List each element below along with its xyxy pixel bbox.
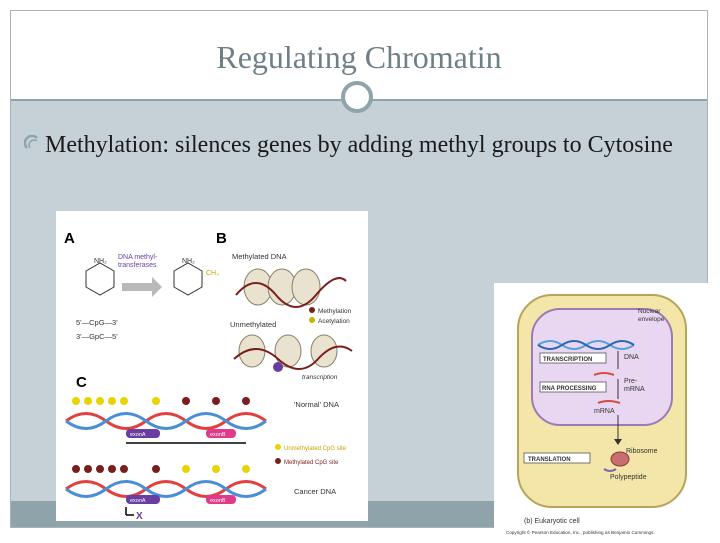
slide-title: Regulating Chromatin: [216, 39, 502, 75]
bullet-item: Methylation: silences genes by adding me…: [24, 129, 685, 161]
panel-a-label: A: [64, 230, 75, 247]
methylated-nucleosomes: [235, 268, 347, 308]
methylcytosine-structure: [173, 262, 203, 296]
cpg-top: 5'—CpG—3': [76, 318, 118, 327]
unmethylated-label: Unmethylated: [230, 320, 276, 329]
divider-circle-ornament: [341, 81, 373, 113]
bullet-arc-icon: [24, 135, 38, 149]
unmethylated-cpg-label: Unmethylated CpG site: [284, 446, 347, 452]
ch3-label: CH₃: [206, 270, 219, 277]
figure-caption: (b) Eukaryotic cell: [524, 518, 580, 525]
mrna-strand: [597, 400, 621, 404]
normal-dna-label: 'Normal' DNA: [294, 400, 339, 409]
cytosine-structure: [85, 262, 115, 296]
exon-b-cancer: exonB: [210, 498, 226, 504]
cpg-bottom: 3'—GpC—5': [76, 332, 118, 341]
exon-b-normal: exonB: [210, 432, 226, 438]
methylated-dna-label: Methylated DNA: [232, 252, 287, 261]
ribosome: [610, 451, 630, 467]
rna-processing-box: [539, 381, 607, 393]
normal-dna-strand: [65, 397, 267, 444]
mrna-label: mRNA: [594, 408, 615, 415]
ribosome-label: Ribosome: [626, 448, 658, 455]
transcription-box: [539, 352, 607, 364]
legend: Methylation Acetylation: [309, 307, 352, 325]
transcription-step: TRANSCRIPTION: [543, 357, 592, 363]
legend-acetylation: Acetylation: [318, 318, 350, 325]
pre-mrna-label: Pre-mRNA: [624, 378, 645, 393]
polypeptide-chain: [603, 468, 617, 472]
pre-mrna-strand: [593, 372, 615, 376]
translation-box: [523, 452, 591, 464]
unmethylated-nucleosomes: [233, 334, 353, 372]
copyright-notice: Copyright © Pearson Education, Inc., pub…: [506, 529, 655, 535]
methylated-cpg-label: Methylated CpG site: [284, 460, 339, 466]
block-mark: X: [136, 511, 143, 521]
transcription-label: transcription: [302, 374, 338, 381]
methylation-diagram: A B C NH₂ DNA methyl-transferases NH₂ CH…: [64, 230, 353, 522]
nh2-right: NH₂: [182, 258, 195, 265]
rna-processing-step: RNA PROCESSING: [542, 386, 597, 392]
methylation-figure: A B C NH₂ DNA methyl-transferases NH₂ CH…: [56, 211, 368, 522]
reaction-arrow: [122, 277, 162, 297]
legend-methylation: Methylation: [318, 308, 352, 315]
dna-label: DNA: [624, 354, 639, 361]
panel-b-label: B: [216, 230, 227, 247]
enzyme-label: DNA methyl-transferases: [118, 254, 158, 269]
bullet-text: Methylation: silences genes by adding me…: [45, 132, 673, 158]
nh2-left: NH₂: [94, 258, 107, 265]
translation-step: TRANSLATION: [528, 457, 571, 463]
cancer-dna-strand: [65, 465, 267, 516]
nucleus: [531, 308, 673, 426]
exon-a-normal: exonA: [130, 432, 146, 438]
panel-c-label: C: [76, 374, 87, 391]
polypeptide-label: Polypeptide: [610, 474, 647, 481]
cancer-dna-label: Cancer DNA: [294, 487, 336, 496]
exon-a-cancer: exonA: [130, 498, 146, 504]
